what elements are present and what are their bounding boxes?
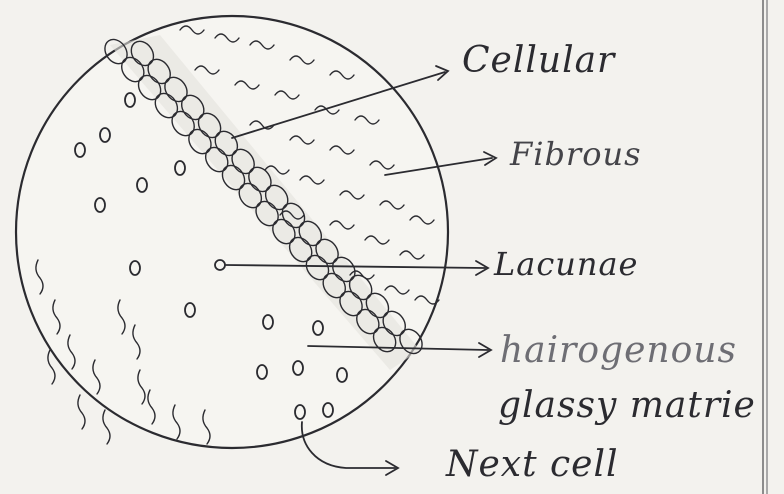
fibre-stroke [78,395,85,429]
label-next-cell: Next cell [446,444,619,485]
label-hairogenous: hairogenous [500,330,737,371]
label-lacunae: Lacunae [494,245,638,283]
fibre-stroke [103,410,110,444]
specimen-circle [16,16,448,448]
label-glassy-matrix: glassy matrie [498,385,756,426]
label-cellular: Cellular [462,40,615,81]
label-fibrous: Fibrous [510,135,642,173]
